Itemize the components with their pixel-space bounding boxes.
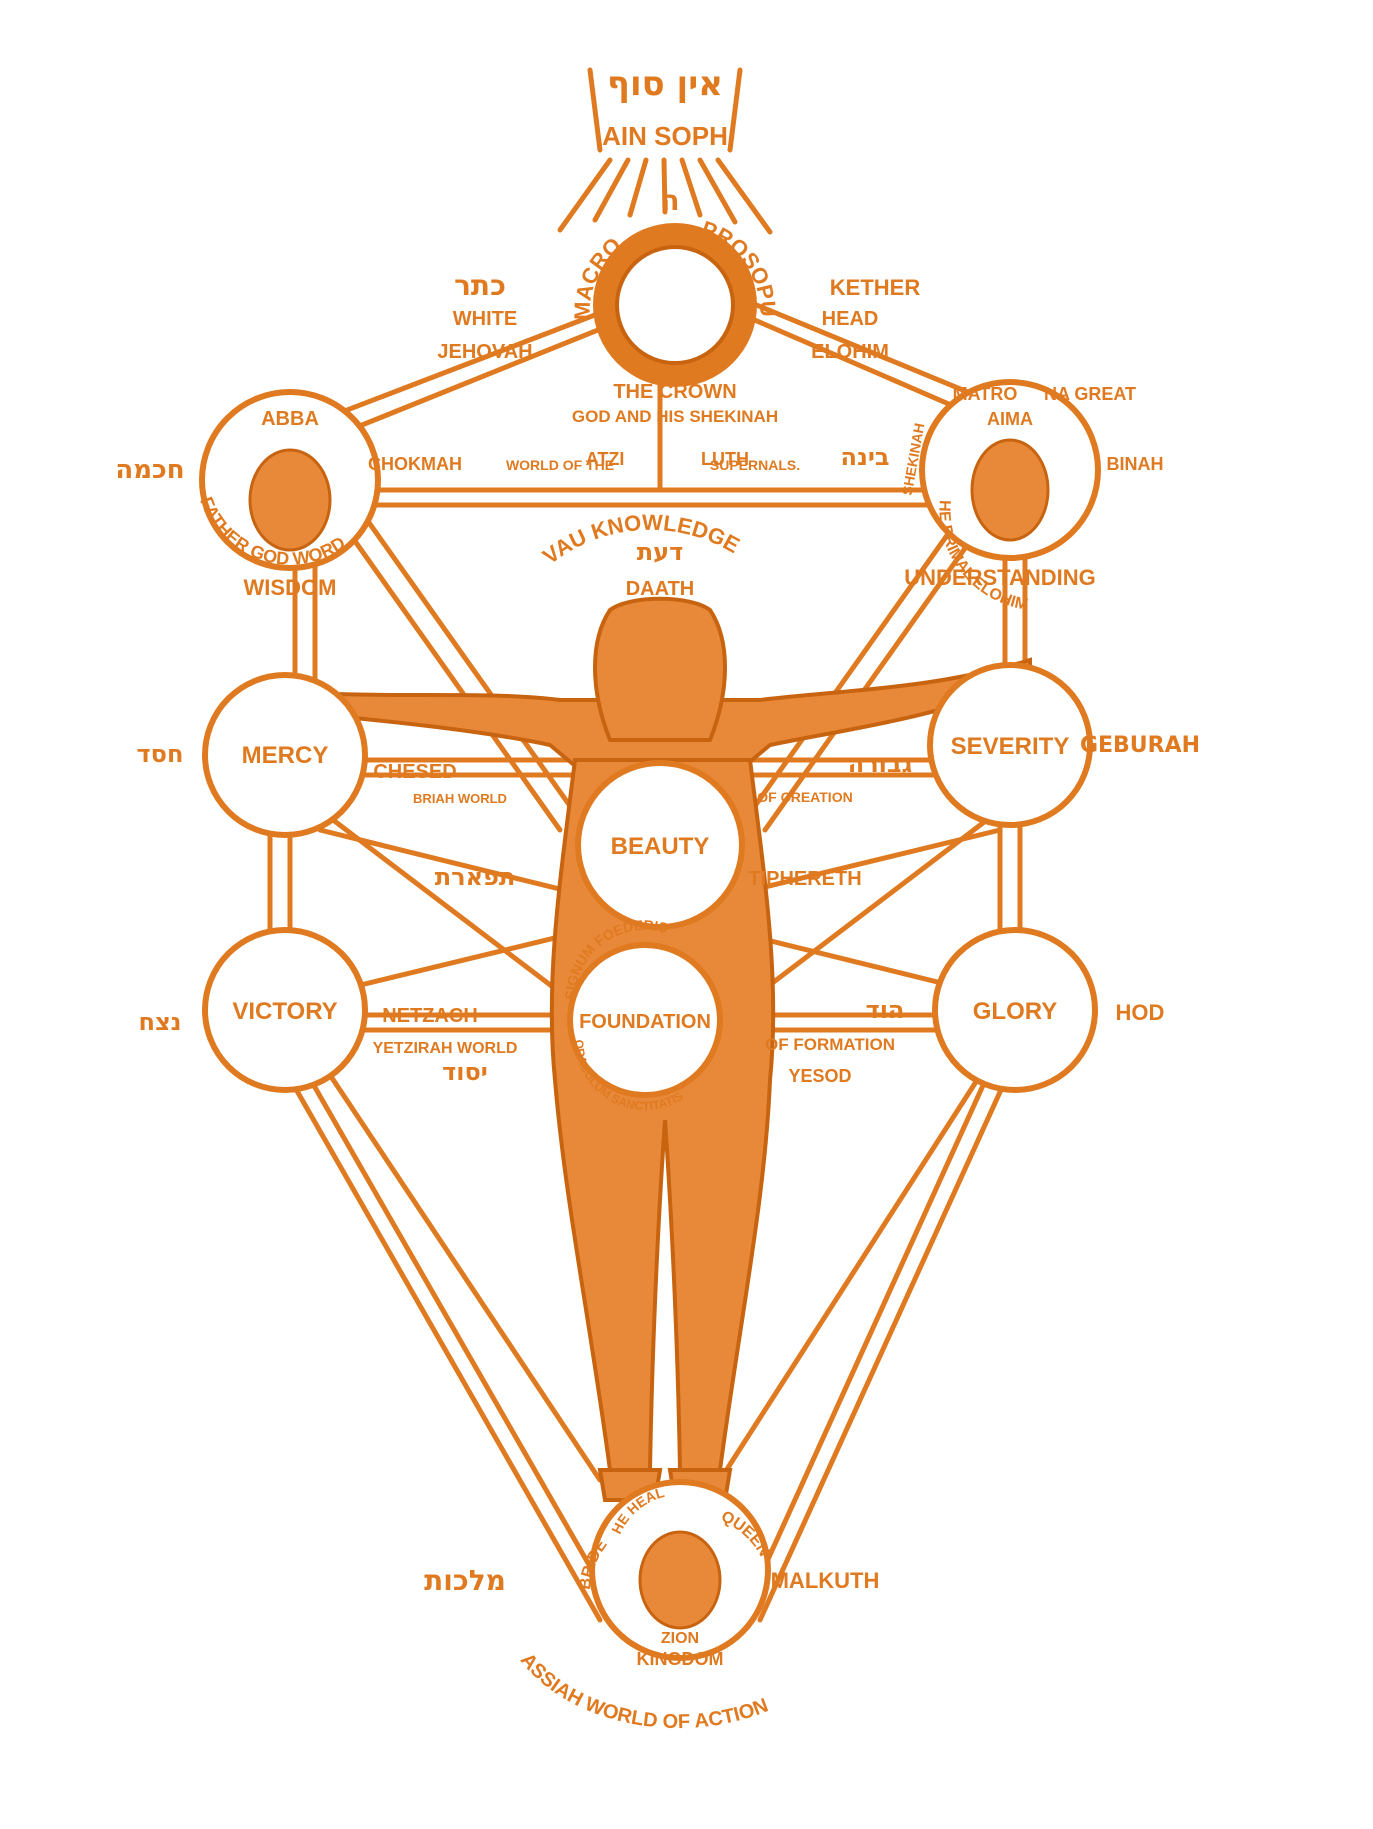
geburah-name: GEBURAH — [1080, 733, 1200, 758]
malkuth-hebrew: מלכות — [424, 1564, 506, 1597]
chesed-circle — [202, 672, 368, 838]
tiphereth-circle — [575, 760, 745, 930]
yesod-circle-label: FOUNDATION — [579, 1011, 711, 1033]
kether-left-1: WHITE — [453, 308, 517, 330]
daath-name: DAATH — [626, 578, 695, 600]
sephirah-hod: GLORY HOD הוד OF FORMATION — [765, 927, 1165, 1093]
sephirah-geburah: SEVERITY GEBURAH גבורה OF CREATION — [757, 662, 1200, 828]
binah-hebrew: בינה — [840, 443, 889, 471]
netzach-name: NETZACH — [382, 1005, 478, 1027]
yesod-circle — [567, 942, 723, 1098]
hod-name: HOD — [1116, 1000, 1165, 1025]
chesed-name: CHESED — [373, 761, 456, 783]
kether-face — [615, 245, 735, 365]
netzach-circle-label: VICTORY — [232, 998, 337, 1025]
ain-soph-hebrew: אין סוף — [607, 64, 723, 104]
netzach-circle — [202, 927, 368, 1093]
kether-hebrew: כתר — [454, 269, 506, 302]
binah-world: SUPERNALS. — [710, 457, 800, 473]
yesod-name: YESOD — [788, 1066, 851, 1086]
kether-right-1: HEAD — [822, 308, 879, 330]
malkuth-name: MALKUTH — [771, 1568, 880, 1593]
geburah-circle — [927, 662, 1093, 828]
netzach-hebrew: נצח — [138, 1008, 181, 1036]
hod-circle-label: GLORY — [973, 998, 1057, 1025]
binah-meaning: UNDERSTANDING — [904, 565, 1095, 590]
binah-name: BINAH — [1107, 454, 1164, 474]
chesed-circle-label: MERCY — [242, 742, 329, 769]
yetzirah-world-left: YETZIRAH WORLD — [373, 1040, 518, 1057]
sephirah-chesed: MERCY חסד CHESED BRIAH WORLD — [137, 672, 507, 838]
geburah-hebrew: גבורה — [848, 750, 913, 778]
briah-world-right: OF CREATION — [757, 789, 852, 805]
chokmah-hebrew: חכמה — [115, 455, 184, 485]
adam-kadmon-figure — [268, 596, 1032, 1502]
ain-soph-rays — [557, 67, 773, 235]
malkuth-face — [638, 1530, 722, 1630]
hod-circle — [932, 927, 1098, 1093]
kether-caption-2: GOD AND HIS SHEKINAH — [572, 407, 778, 426]
binah-arc-top: MATRO — [953, 384, 1018, 404]
sephirah-chokmah: ABBA FATHER GOD WORD חכמה CHOKMAH WORLD … — [115, 389, 614, 600]
kether-left-2: JEHOVAH — [437, 341, 532, 363]
tiphereth-circle-label: BEAUTY — [611, 833, 710, 860]
hod-hebrew: הוד — [866, 996, 905, 1024]
geburah-circle-label: SEVERITY — [951, 733, 1070, 760]
chokmah-title: ABBA — [261, 408, 319, 430]
binah-face — [970, 438, 1050, 542]
yetzirah-world-right: OF FORMATION — [765, 1035, 895, 1054]
ain-soph-letter: ה — [660, 184, 679, 217]
ain-soph: אין סוף AIN SOPH ה — [602, 64, 728, 217]
kether-right-2: ELOHIM — [811, 341, 889, 363]
chesed-hebrew: חסד — [137, 740, 184, 768]
kether-caption-1: THE CROWN — [613, 381, 736, 403]
yesod-hebrew: יסוד — [442, 1058, 488, 1086]
chokmah-world: WORLD OF THE — [506, 457, 614, 473]
daath-hebrew: דעת — [637, 538, 684, 566]
chokmah-meaning: WISDOM — [244, 575, 337, 600]
sephirah-netzach: VICTORY נצח NETZACH YETZIRAH WORLD — [138, 927, 518, 1093]
ain-soph-label: AIN SOPH — [602, 121, 728, 151]
sephirah-tiphereth: BEAUTY תפארת TIPHERETH — [435, 760, 862, 930]
kether-name: KETHER — [830, 275, 921, 300]
binah-title: AIMA — [987, 409, 1033, 429]
atziluth-left: ATZI — [586, 449, 625, 469]
atziluth-right: LUTH — [701, 449, 749, 469]
chokmah-name: CHOKMAH — [368, 454, 462, 474]
malkuth-caption-1: ZION — [661, 1630, 699, 1647]
chokmah-face — [248, 448, 332, 552]
malkuth-caption-2: KINGDOM — [637, 1649, 724, 1669]
binah-arc-mid: NA GREAT — [1044, 384, 1136, 404]
tiphereth-name: TIPHERETH — [748, 868, 861, 890]
tiphereth-hebrew: תפארת — [435, 863, 516, 891]
briah-world-left: BRIAH WORLD — [413, 791, 507, 806]
sephirah-kether: MACRO PROSOPUS כתר KETHER WHITE HEAD JEH… — [0, 0, 920, 469]
daath: VAU KNOWLEDGE דעת DAATH — [538, 510, 744, 600]
sephirah-malkuth: BRIDE QUEEN HE HEAL ZION KINGDOM מלכות M… — [424, 1479, 880, 1733]
